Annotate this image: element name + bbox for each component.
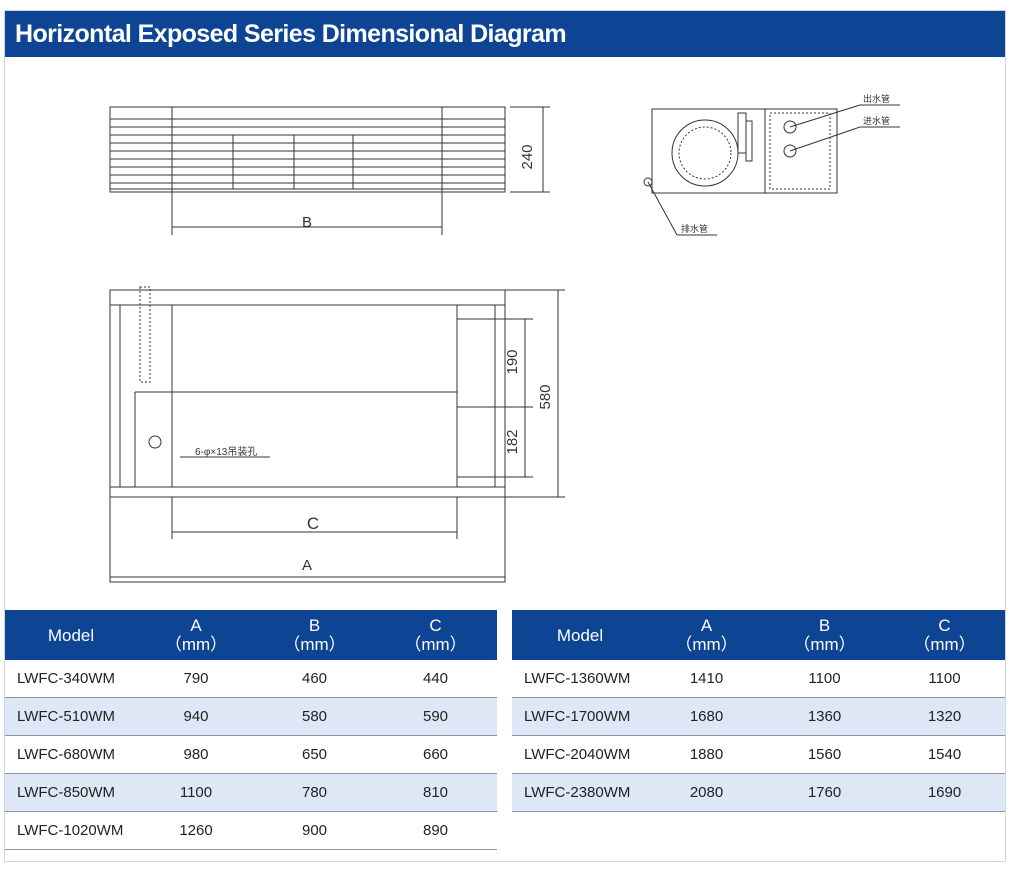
dim-b-label: B: [302, 214, 312, 231]
page-title: Horizontal Exposed Series Dimensional Di…: [5, 11, 1005, 57]
drain-pipe-label: 排水管: [681, 223, 708, 234]
side-view: [643, 104, 900, 236]
table-row: LWFC-680WM 980 650 660: [5, 735, 497, 774]
dim-c-label: C: [307, 514, 319, 533]
header-model: Model: [512, 610, 648, 660]
header-c: C（mm）: [374, 610, 497, 660]
table-row: LWFC-850WM 1100 780 810: [5, 773, 497, 812]
hanging-holes-label: 6-φ×13吊装孔: [195, 445, 257, 458]
table-row: LWFC-340WM 790 460 440: [5, 660, 497, 698]
dimension-table-right: Model A（mm） B（mm） C（mm） LWFC-1360WM 1410…: [512, 610, 1005, 812]
front-view: [109, 106, 550, 235]
header-b: B（mm）: [765, 610, 884, 660]
header-a: A（mm）: [648, 610, 765, 660]
dim-190-label: 190: [504, 349, 521, 374]
header-a: A（mm）: [137, 610, 255, 660]
header-b: B（mm）: [255, 610, 374, 660]
dim-182-label: 182: [504, 429, 521, 454]
dimensional-diagram: 240 B 190 182 580 C A 6-φ×13吊装孔 出水管 进水管 …: [5, 57, 1005, 607]
table-row: LWFC-2040WM 1880 1560 1540: [512, 735, 1005, 774]
table-row: LWFC-1700WM 1680 1360 1320: [512, 697, 1005, 736]
table-row: LWFC-2380WM 2080 1760 1690: [512, 773, 1005, 812]
header-c: C（mm）: [884, 610, 1005, 660]
dim-a-label: A: [302, 557, 312, 574]
table-row: LWFC-510WM 940 580 590: [5, 697, 497, 736]
header-model: Model: [5, 610, 137, 660]
dimension-table-left: Model A（mm） B（mm） C（mm） LWFC-340WM 790 4…: [5, 610, 497, 850]
outlet-pipe-label: 出水管: [863, 93, 890, 104]
dim-240-label: 240: [519, 144, 536, 169]
dim-580-label: 580: [537, 384, 554, 409]
page-frame: [4, 10, 1006, 862]
table-row: LWFC-1020WM 1260 900 890: [5, 811, 497, 850]
table-row: LWFC-1360WM 1410 1100 1100: [512, 660, 1005, 698]
plan-view: [109, 286, 565, 583]
inlet-pipe-label: 进水管: [863, 115, 890, 126]
